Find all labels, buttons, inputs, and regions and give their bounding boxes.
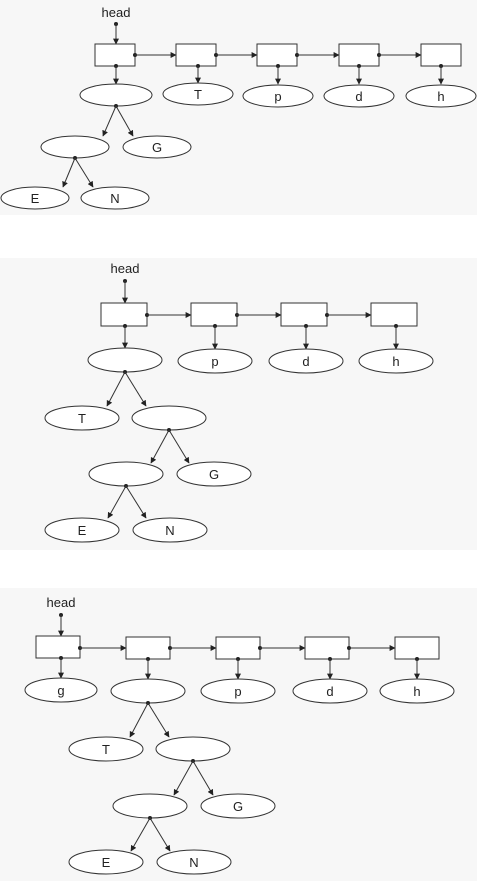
tree-internal-node xyxy=(156,737,230,761)
leaf-label: h xyxy=(413,684,420,699)
list-node-3 xyxy=(281,303,327,326)
leaf-label: d xyxy=(326,684,333,699)
leaf-label: d xyxy=(302,354,309,369)
leaf-label: N xyxy=(165,523,174,538)
leaf-label: E xyxy=(102,855,111,870)
leaf-label: g xyxy=(57,683,64,698)
list-node-1 xyxy=(36,636,80,658)
leaf-label: G xyxy=(209,467,219,482)
leaf-label: T xyxy=(102,742,110,757)
leaf-label: N xyxy=(110,191,119,206)
head-label: head xyxy=(111,261,140,276)
list-node-1 xyxy=(101,303,147,326)
list-node-4 xyxy=(305,637,349,659)
leaf-label: d xyxy=(355,89,362,104)
leaf-label: p xyxy=(274,89,281,104)
leaf-label: p xyxy=(211,354,218,369)
list-node-2 xyxy=(126,637,170,659)
leaf-label: T xyxy=(78,411,86,426)
leaf-label: G xyxy=(233,799,243,814)
leaf-label: T xyxy=(194,87,202,102)
tree-root-node xyxy=(88,348,162,372)
diagram-2: head p d h T G xyxy=(45,261,433,542)
leaf-label: p xyxy=(234,684,241,699)
list-node-3 xyxy=(216,637,260,659)
diagram-3: head g p d h T xyxy=(25,595,454,874)
list-node-4 xyxy=(371,303,417,326)
head-label: head xyxy=(102,5,131,20)
tree-root-node xyxy=(111,679,185,703)
tree-internal-node xyxy=(41,136,109,158)
leaf-label: E xyxy=(78,523,87,538)
tree-internal-node xyxy=(132,406,206,430)
leaf-label: G xyxy=(152,140,162,155)
list-node-5 xyxy=(421,44,461,66)
diagram-1: head T p d h G xyxy=(1,5,476,209)
list-node-2 xyxy=(191,303,237,326)
list-node-3 xyxy=(257,44,297,66)
list-node-1 xyxy=(95,44,135,66)
tree-internal-node xyxy=(113,794,187,818)
list-node-2 xyxy=(176,44,216,66)
list-node-4 xyxy=(339,44,379,66)
leaf-label: h xyxy=(437,89,444,104)
leaf-label: N xyxy=(189,855,198,870)
tree-root-node xyxy=(80,84,152,106)
head-label: head xyxy=(47,595,76,610)
list-node-5 xyxy=(395,637,439,659)
leaf-label: E xyxy=(31,191,40,206)
tree-internal-node xyxy=(89,462,163,486)
leaf-label: h xyxy=(392,354,399,369)
